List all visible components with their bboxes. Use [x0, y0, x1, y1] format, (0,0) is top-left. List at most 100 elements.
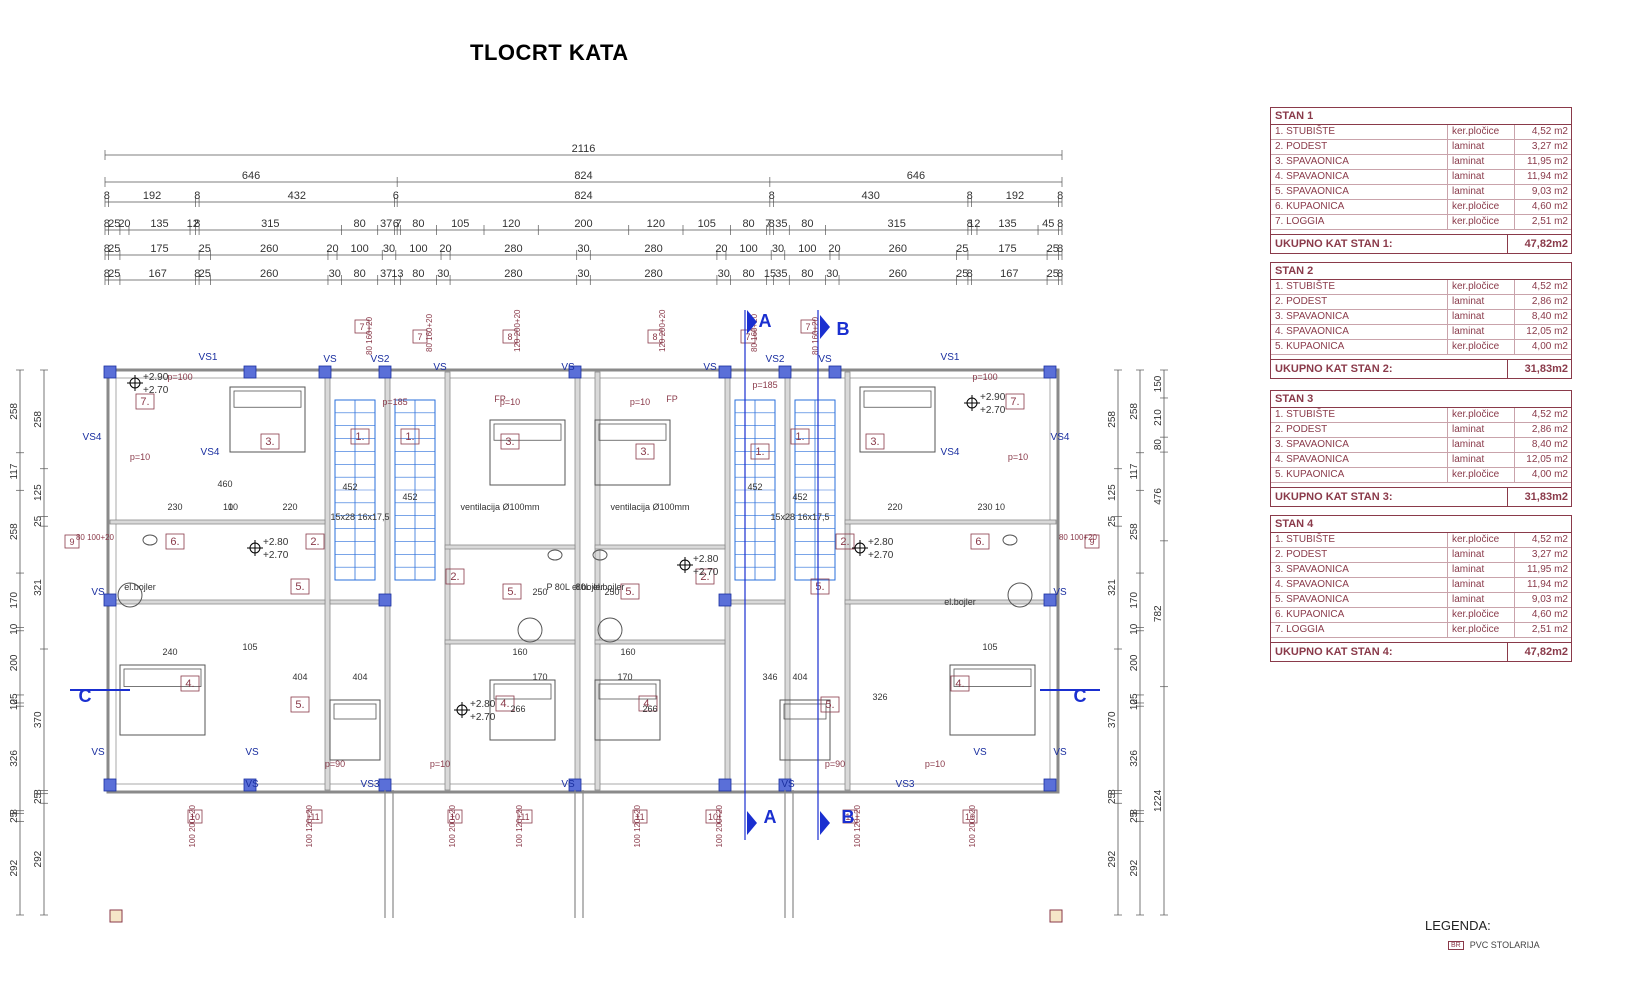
partition-wall	[109, 519, 326, 525]
floor-finish: laminat	[1448, 438, 1515, 452]
dimension-label: 25	[1129, 811, 1140, 823]
dimension-label: 432	[288, 190, 306, 202]
corner-marker	[1049, 909, 1063, 923]
dimension-label: 80	[801, 218, 813, 230]
window-tag	[517, 809, 533, 824]
plan-note: p=10	[130, 452, 150, 462]
vs-label: VS	[323, 354, 337, 365]
window-size: 80 160+20	[365, 316, 374, 355]
room-tag	[638, 695, 658, 712]
room-number: 1.	[405, 431, 414, 443]
floor-finish: laminat	[1448, 310, 1515, 324]
floor-finish: ker.pločice	[1448, 340, 1515, 354]
room-name: 3. SPAVAONICA	[1271, 563, 1448, 577]
floor-finish: ker.pločice	[1448, 200, 1515, 214]
floor-finish: laminat	[1448, 563, 1515, 577]
partition-wall	[384, 371, 391, 791]
room-area: 11,95 m2	[1527, 564, 1568, 575]
dimension-label: 1224	[1153, 789, 1164, 812]
partition-wall	[444, 639, 576, 645]
window-size: 100 200+20	[448, 804, 457, 847]
column	[718, 365, 732, 379]
dimension-label: 8	[104, 268, 110, 280]
room-tag	[950, 675, 970, 692]
dimension-label: 321	[1107, 579, 1118, 596]
section-label: A	[759, 311, 772, 331]
room-number: 1.	[755, 446, 764, 458]
floor-finish: laminat	[1448, 578, 1515, 592]
dimension-label: 25	[199, 243, 211, 255]
window-size: 80 160+20	[811, 316, 820, 355]
dimension-label: 7	[765, 218, 771, 230]
dimension-label: 120	[647, 218, 665, 230]
floor-finish: laminat	[1448, 170, 1515, 184]
window-size: 80 100+20	[76, 533, 115, 542]
plan-note: p=90	[325, 759, 345, 769]
dimension-label: 80	[1153, 439, 1164, 451]
section-label: A	[764, 807, 777, 827]
legend-title: LEGENDA:	[1425, 918, 1491, 933]
plan-note: 240	[162, 647, 177, 657]
dimension-label: 8	[1129, 809, 1140, 815]
dimension-label: 170	[1129, 592, 1140, 609]
window-tag	[307, 809, 323, 824]
plan-note: 15x28 16x17,5	[330, 512, 389, 522]
dimension-label: 135	[998, 218, 1016, 230]
dimension-label: 25	[108, 243, 120, 255]
plan-note: 266	[642, 704, 657, 714]
dimension-label: 80	[354, 218, 366, 230]
dimension-label: 25	[199, 268, 211, 280]
room-name: 5. SPAVAONICA	[1271, 185, 1448, 199]
plan-note: p=185	[382, 397, 407, 407]
dimension-label: 782	[1153, 605, 1164, 622]
bed-pillow	[233, 390, 302, 408]
floor-finish: laminat	[1448, 295, 1515, 309]
dimension-label: 37	[380, 218, 392, 230]
dimension-label: 30	[718, 268, 730, 280]
room-number: 3.	[505, 436, 514, 448]
vs-label: VS	[561, 362, 575, 373]
vs-label: VS	[91, 747, 105, 758]
room-tag	[695, 568, 715, 585]
room-name: 4. SPAVAONICA	[1271, 170, 1448, 184]
plan-note: 160	[512, 647, 527, 657]
dimension-label: 8	[1057, 268, 1063, 280]
partition-wall	[729, 599, 786, 605]
plan-note: p=10	[925, 759, 945, 769]
dimension-label: 120	[502, 218, 520, 230]
dimension-label: 280	[644, 243, 662, 255]
room-number: 7.	[1010, 396, 1019, 408]
room-name: 1. STUBIŠTE	[1271, 533, 1448, 547]
column	[778, 365, 792, 379]
vs-label: VS2	[766, 354, 785, 365]
window-number: 10	[450, 812, 460, 822]
window-tag	[705, 809, 721, 824]
room-tag	[790, 428, 810, 445]
plan-note: 15x28 16x17,5	[770, 512, 829, 522]
vs-label: VS1	[941, 352, 960, 363]
dimension-label: 292	[1129, 859, 1140, 876]
room-tag	[1005, 393, 1025, 410]
room-area: 4,00 m2	[1531, 341, 1568, 352]
vs-label: VS	[433, 362, 447, 373]
dimension-label: 370	[33, 711, 44, 728]
plan-note: 452	[402, 492, 417, 502]
window-size: 120 200+20	[658, 309, 667, 352]
room-tag	[290, 696, 310, 713]
column	[103, 365, 117, 379]
dimension-label: 8	[194, 190, 200, 202]
room-name: 7. LOGGIA	[1271, 215, 1448, 229]
partition-wall	[844, 519, 1057, 525]
room-tag	[635, 443, 655, 460]
room-tag	[820, 696, 840, 713]
window-number: 8	[652, 332, 657, 342]
room-area: 9,03 m2	[1531, 594, 1568, 605]
level-label: +2.80	[263, 537, 289, 548]
dimension-label: 8	[967, 268, 973, 280]
dimension-label: 258	[1107, 411, 1118, 428]
plan-note: 452	[747, 482, 762, 492]
dimension-label: 150	[1153, 375, 1164, 392]
dimension-label: 210	[1153, 409, 1164, 426]
